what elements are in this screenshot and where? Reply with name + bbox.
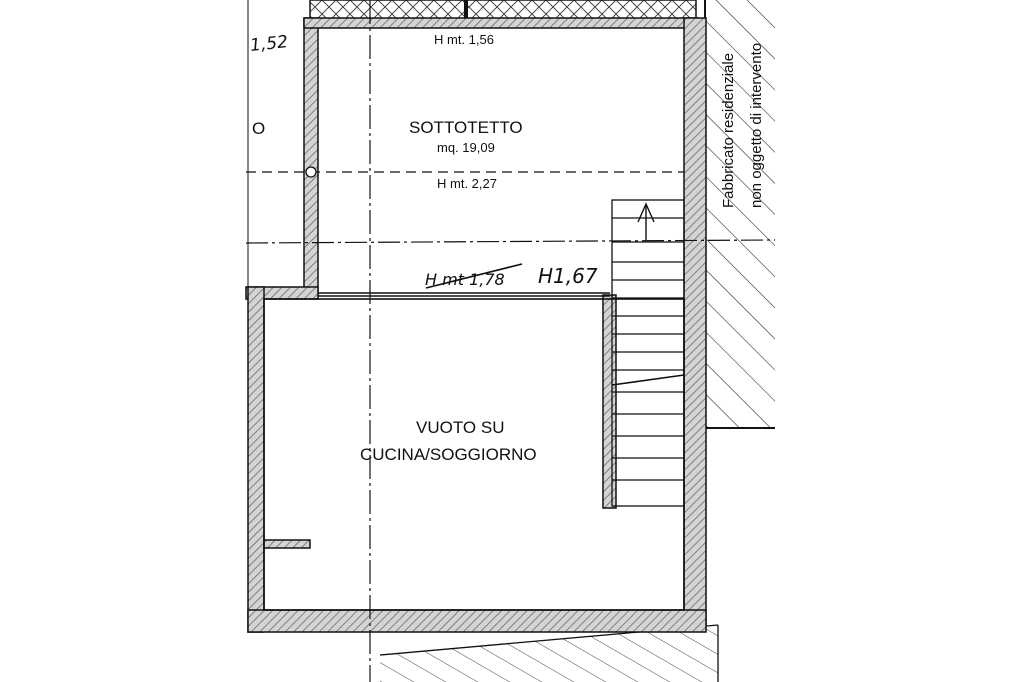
- neighbor-label-line1: Fabbricato residenziale: [720, 53, 737, 208]
- void-label-line1: VUOTO SU: [416, 418, 504, 437]
- handwritten-corner-value: 1,52: [249, 32, 289, 56]
- attic-room-area: mq. 19,09: [437, 140, 495, 155]
- neighbor-label-line2: non oggetto di intervento: [748, 43, 765, 208]
- attic-height-mid: H mt. 2,27: [437, 176, 497, 191]
- left-partial-label: O: [252, 119, 265, 138]
- attic-height-top: H mt. 1,56: [434, 32, 494, 47]
- section-lines: [245, 0, 776, 682]
- staircase: [611, 199, 685, 507]
- void-label-line2: CUCINA/SOGGIORNO: [360, 445, 537, 464]
- void-walls: [247, 286, 707, 633]
- reference-marker: [305, 166, 317, 178]
- attic-walls: [245, 17, 707, 627]
- handwritten-struck-height: H mt 1,78: [425, 263, 523, 289]
- handwritten-height: H1,67: [538, 264, 598, 288]
- roof-slope-area: [379, 624, 719, 682]
- top-balcony: [309, 0, 697, 21]
- attic-room-name: SOTTOTETTO: [409, 118, 523, 137]
- svg-text:H mt 1,78: H mt 1,78: [425, 270, 505, 289]
